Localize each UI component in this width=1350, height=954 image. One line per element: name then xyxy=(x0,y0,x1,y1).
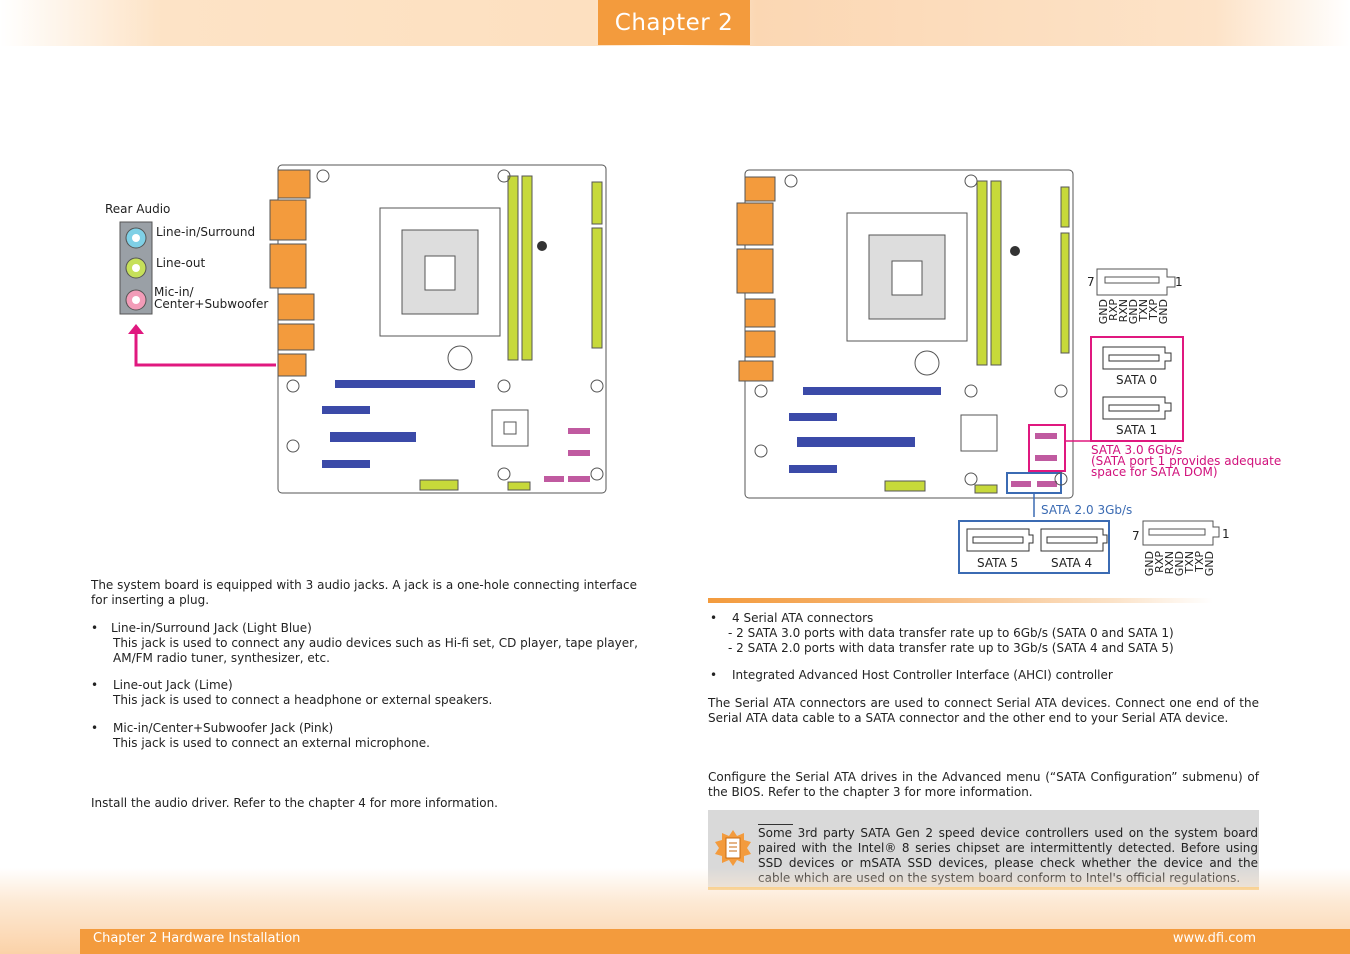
note-underline xyxy=(758,824,793,825)
audio-item-desc: This jack is used to connect an external… xyxy=(113,736,430,750)
sata0-label: SATA 0 xyxy=(1116,373,1158,387)
sata-bullet-1: 4 Serial ATA connectors xyxy=(732,611,874,625)
pin-name-top: GND xyxy=(1157,299,1170,325)
bullet: • xyxy=(91,621,99,635)
chapter-tab: Chapter 2 xyxy=(598,0,750,45)
sata2-label: SATA 2.0 3Gb/s xyxy=(1041,503,1133,517)
bullet: • xyxy=(91,721,99,735)
sata4-label: SATA 4 xyxy=(1051,556,1093,570)
sata-bullet-1-sub: - 2 SATA 2.0 ports with data transfer ra… xyxy=(728,641,1174,655)
audio-item-desc: This jack is used to connect any audio d… xyxy=(113,636,638,650)
sata5-label: SATA 5 xyxy=(977,556,1019,570)
bullet: • xyxy=(710,668,718,682)
audio-driver-paragraph: Install the audio driver. Refer to the c… xyxy=(91,796,498,810)
motherboard-diagram-right xyxy=(736,169,1220,574)
audio-item-title: Line-out Jack (Lime) xyxy=(113,678,233,692)
audio-item-desc: AM/FM radio tuner, synthesizer, etc. xyxy=(113,651,330,665)
sata-bullet-1-sub: - 2 SATA 3.0 ports with data transfer ra… xyxy=(728,626,1174,640)
jack-label-mic-in: Mic-in/Center+Subwoofer xyxy=(154,285,269,311)
sata-bullet-2: Integrated Advanced Host Controller Inte… xyxy=(732,668,1113,682)
jack-label-line-out: Line-out xyxy=(156,256,206,270)
bullet: • xyxy=(710,611,718,625)
rear-audio-label: Rear Audio xyxy=(105,202,171,216)
section-divider xyxy=(708,598,1213,603)
footer-website-link[interactable]: www.dfi.com xyxy=(1172,931,1256,946)
right-board-figure: 7 1 GND RXP RXN GND TXN TXP GND SATA 0 S… xyxy=(735,165,1295,585)
left-board-figure: Rear Audio Line-in/Surround Line-out Mic… xyxy=(90,160,620,500)
footer-bar: Chapter 2 Hardware Installation www.dfi.… xyxy=(80,929,1350,954)
audio-item-desc: This jack is used to connect a headphone… xyxy=(113,693,493,707)
audio-pointer-arrow xyxy=(134,332,276,367)
bullet: • xyxy=(91,678,99,692)
sata-paragraph-1: The Serial ATA connectors are used to co… xyxy=(708,696,1259,725)
pin-name-bottom: GND xyxy=(1203,551,1216,577)
pin-number-7-top: 7 xyxy=(1087,275,1095,289)
footer-chapter-title: Chapter 2 Hardware Installation xyxy=(93,931,301,946)
pin-number-1-bottom: 1 xyxy=(1222,527,1230,541)
pin-number-7-bottom: 7 xyxy=(1132,529,1140,543)
sata3-label: SATA 3.0 6Gb/s (SATA port 1 provides ade… xyxy=(1091,443,1282,479)
sata-paragraph-2: Configure the Serial ATA drives in the A… xyxy=(708,770,1259,799)
audio-item-title: Mic-in/Center+Subwoofer Jack (Pink) xyxy=(113,721,334,735)
pin-number-1-top: 1 xyxy=(1175,275,1183,289)
audio-item-title: Line-in/Surround Jack (Light Blue) xyxy=(111,621,312,635)
note-icon xyxy=(715,830,751,866)
jack-label-line-in: Line-in/Surround xyxy=(156,225,256,239)
motherboard-diagram-left xyxy=(119,164,607,494)
audio-intro-paragraph: The system board is equipped with 3 audi… xyxy=(91,578,637,607)
sata1-label: SATA 1 xyxy=(1116,423,1158,437)
